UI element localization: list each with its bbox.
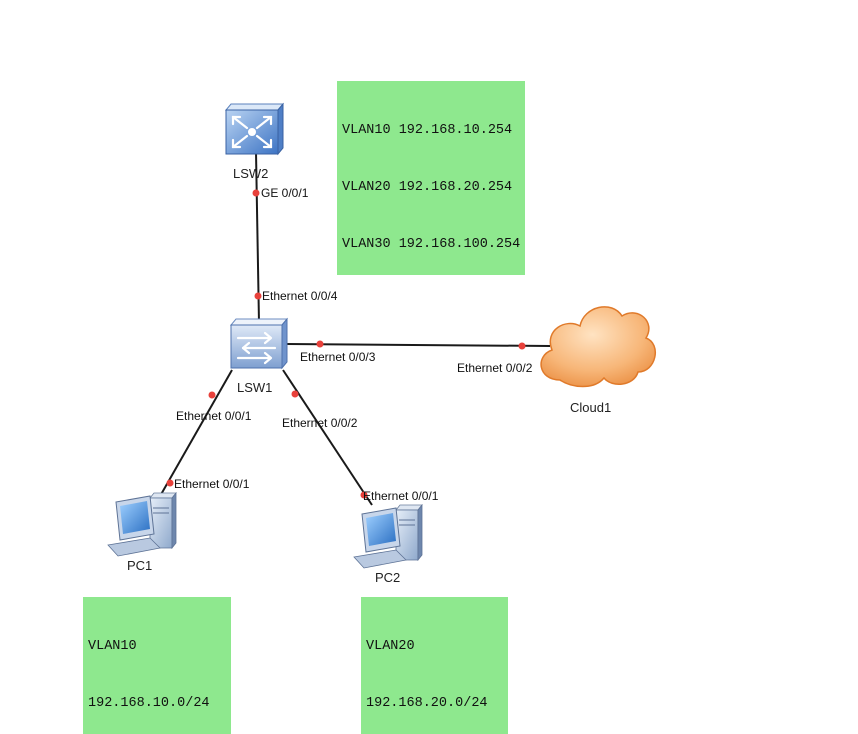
pc2-computer-icon[interactable] <box>353 503 423 569</box>
pc1-vlan-note-line-2: 192.168.10.0/24 <box>88 696 210 711</box>
pc1-vlan-note-line-1: VLAN10 <box>88 639 137 654</box>
pc2-vlan-note-line-2: 192.168.20.0/24 <box>366 696 488 711</box>
pc2-vlan-note: VLAN20 192.168.20.0/24 <box>361 597 508 734</box>
port-label-lsw1-e004: Ethernet 0/0/4 <box>262 289 338 303</box>
cloud1-icon[interactable] <box>540 306 656 388</box>
port-dot-lsw1-e003 <box>316 340 324 348</box>
link-lsw1-pc2[interactable] <box>282 369 373 506</box>
port-dot-lsw1-e004 <box>254 292 262 300</box>
cloud1-label: Cloud1 <box>570 400 611 415</box>
port-dots <box>166 189 526 499</box>
pc1-label: PC1 <box>127 558 152 573</box>
gateway-note-line-3: VLAN30 192.168.100.254 <box>342 237 521 252</box>
port-dot-lsw2-ge001 <box>252 189 260 197</box>
link-lsw1-cloud1[interactable] <box>286 343 551 347</box>
port-dot-cloud1-e002 <box>518 342 526 350</box>
lsw2-switch-icon[interactable] <box>224 102 285 156</box>
port-label-pc2-e001: Ethernet 0/0/1 <box>363 489 439 503</box>
gateway-note: VLAN10 192.168.10.254 VLAN20 192.168.20.… <box>337 81 526 275</box>
port-dot-pc2-e001 <box>360 491 368 499</box>
pc1-computer-icon[interactable] <box>107 491 177 557</box>
gateway-note-line-1: VLAN10 192.168.10.254 <box>342 123 513 138</box>
topology-diagram: LSW2 LSW1 Cloud1 PC1 <box>107 102 656 585</box>
port-labels: GE 0/0/1 Ethernet 0/0/4 Ethernet 0/0/3 E… <box>174 186 533 503</box>
port-dot-lsw1-e001 <box>208 391 216 399</box>
port-label-lsw1-e002: Ethernet 0/0/2 <box>282 416 358 430</box>
port-dot-pc1-e001 <box>166 479 174 487</box>
lsw2-label: LSW2 <box>233 166 268 181</box>
pc1-vlan-note: VLAN10 192.168.10.0/24 <box>83 597 231 734</box>
port-label-lsw1-e003: Ethernet 0/0/3 <box>300 350 376 364</box>
port-label-lsw1-e001: Ethernet 0/0/1 <box>176 409 252 423</box>
port-label-cloud1-e002: Ethernet 0/0/2 <box>457 361 533 375</box>
lsw1-label: LSW1 <box>237 380 272 395</box>
port-label-pc1-e001: Ethernet 0/0/1 <box>174 477 250 491</box>
lsw1-switch-icon[interactable] <box>229 317 289 370</box>
pc2-vlan-note-line-1: VLAN20 <box>366 639 415 654</box>
port-label-lsw2-ge001: GE 0/0/1 <box>261 186 309 200</box>
port-dot-lsw1-e002 <box>291 390 299 398</box>
pc2-label: PC2 <box>375 570 400 585</box>
gateway-note-line-2: VLAN20 192.168.20.254 <box>342 180 513 195</box>
